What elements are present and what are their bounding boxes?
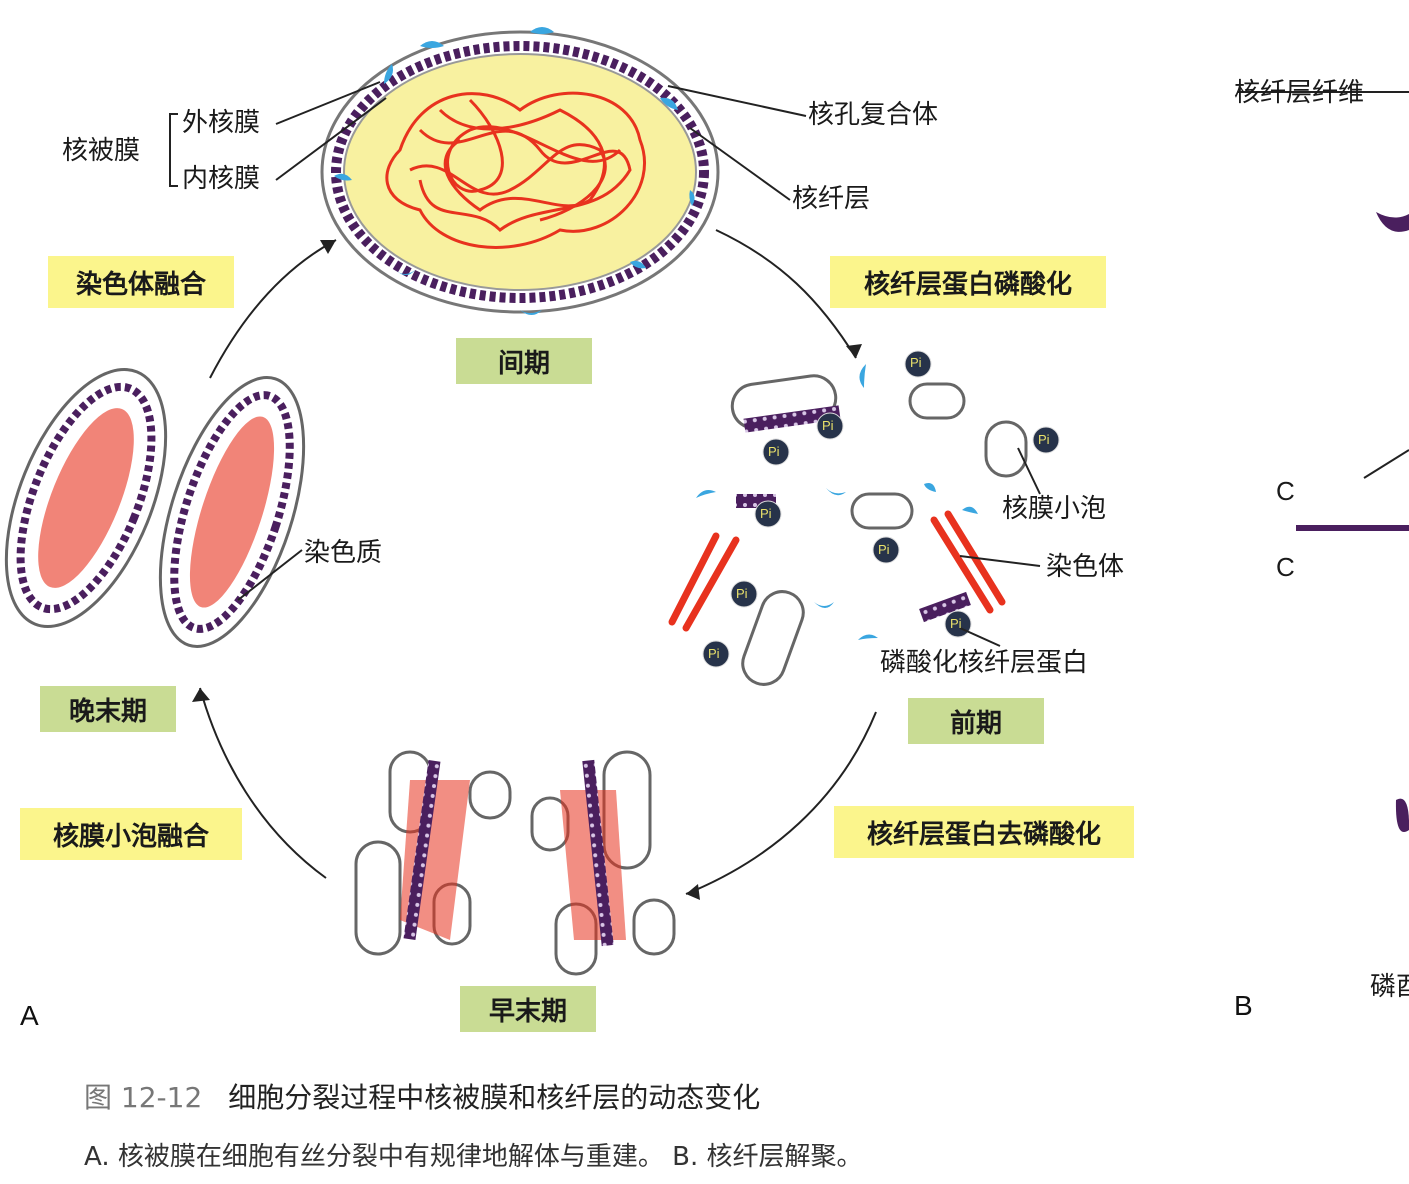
late-telophase-group xyxy=(4,368,306,648)
c-bottom-label: C xyxy=(1276,552,1295,582)
figure-number: 图 12-12 xyxy=(84,1081,203,1114)
panel-b-label: B xyxy=(1234,990,1253,1021)
pi-label: Pi xyxy=(822,418,834,433)
stage-prophase: 前期 xyxy=(908,698,1044,744)
pi-label: Pi xyxy=(708,646,720,661)
lamina-label: 核纤层 xyxy=(792,184,871,214)
outer-membrane-label: 外核膜 xyxy=(182,108,261,138)
arrowheads xyxy=(192,240,862,900)
vesicle-label: 核膜小泡 xyxy=(1002,494,1107,524)
c-top-label: C xyxy=(1276,476,1295,506)
panel-a-label: A xyxy=(20,1000,39,1031)
phospho-partial-label: 磷酉 xyxy=(1370,972,1409,1002)
pi-label: Pi xyxy=(768,444,780,459)
early-telophase-group xyxy=(354,750,676,976)
process-vesicle-fusion: 核膜小泡融合 xyxy=(20,808,242,860)
pi-label: Pi xyxy=(950,616,962,631)
cycle-arrows xyxy=(199,229,877,895)
chromatin-label: 染色质 xyxy=(304,538,383,568)
process-lamin-dephosphorylation: 核纤层蛋白去磷酸化 xyxy=(834,806,1134,858)
pi-label: Pi xyxy=(910,355,922,370)
nuclear-envelope-label: 核被膜 xyxy=(62,136,141,166)
pi-label: Pi xyxy=(760,506,772,521)
figure-title: 细胞分裂过程中核被膜和核纤层的动态变化 xyxy=(228,1081,761,1114)
lamina-fiber-label: 核纤层纤维 xyxy=(1234,78,1365,108)
nuclear-pores xyxy=(334,27,695,315)
stage-late-telophase: 晚末期 xyxy=(40,686,176,732)
interphase-nucleus xyxy=(320,27,720,315)
free-pores xyxy=(696,364,978,640)
leader-lines xyxy=(169,81,1409,647)
pi-circles xyxy=(702,350,1060,668)
stage-interphase: 间期 xyxy=(456,338,592,384)
chromosome-label: 染色体 xyxy=(1046,552,1125,582)
pi-label: Pi xyxy=(878,542,890,557)
panel-b-partial xyxy=(1296,212,1409,832)
process-chromosome-fusion: 染色体融合 xyxy=(48,256,234,308)
inner-membrane-label: 内核膜 xyxy=(182,164,261,194)
pore-complex-label: 核孔复合体 xyxy=(808,100,939,130)
chromatin-tangle xyxy=(385,91,646,249)
pi-label: Pi xyxy=(1038,432,1050,447)
pi-label: Pi xyxy=(736,586,748,601)
stage-early-telophase: 早末期 xyxy=(460,986,596,1032)
process-lamin-phosphorylation: 核纤层蛋白磷酸化 xyxy=(830,256,1106,308)
prophase-fragments xyxy=(668,350,1060,686)
phospho-lamin-label: 磷酸化核纤层蛋白 xyxy=(880,648,1089,678)
figure-caption-title: 图 12-12 细胞分裂过程中核被膜和核纤层的动态变化 xyxy=(84,1076,760,1116)
figure-caption-description: A. 核被膜在细胞有丝分裂中有规律地解体与重建。 B. 核纤层解聚。 xyxy=(84,1142,863,1172)
